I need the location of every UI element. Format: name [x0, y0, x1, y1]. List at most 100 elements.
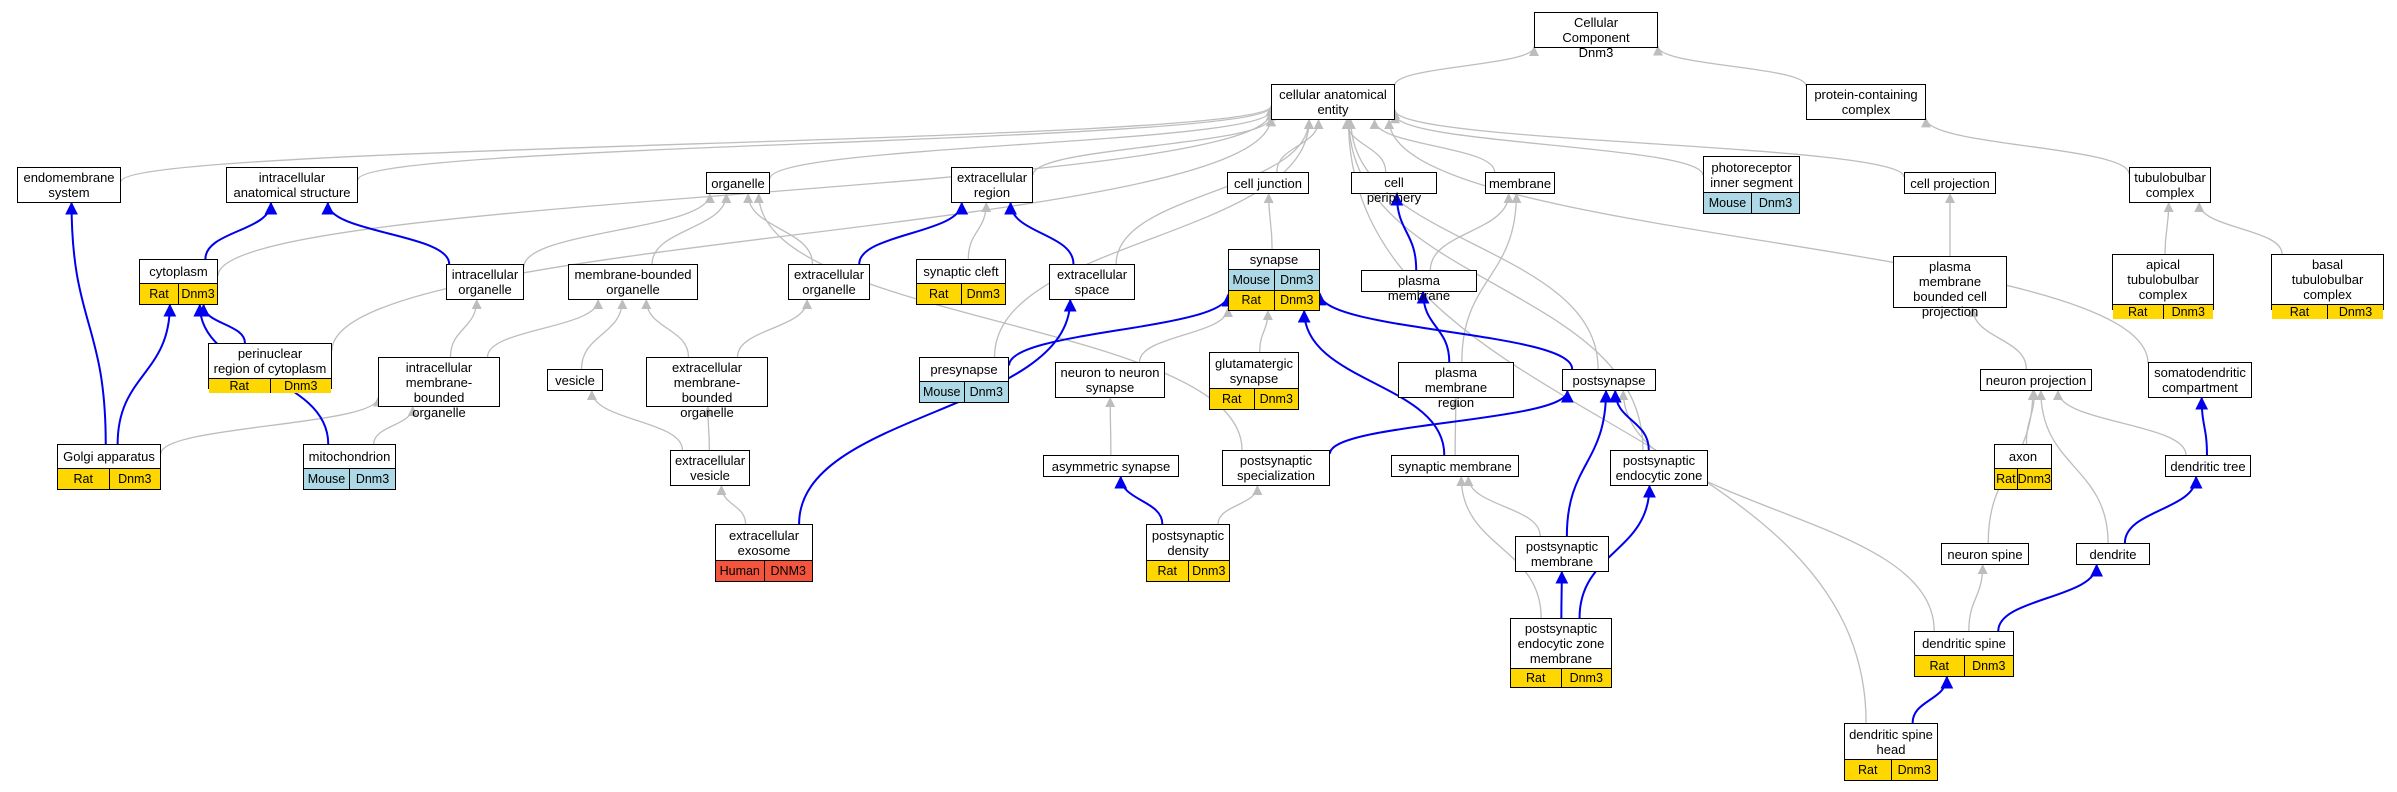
term-node-den[interactable]: dendrite	[2076, 543, 2150, 565]
annotation-tag: Rat	[1995, 469, 2017, 489]
edge-exr-to-cae	[1032, 116, 1276, 176]
term-node-io[interactable]: intracellular organelle	[446, 264, 524, 300]
term-node-ps[interactable]: postsynaptic specialization	[1222, 450, 1330, 486]
term-node-cj[interactable]: cell junction	[1227, 172, 1309, 194]
edge-psm-to-post	[1565, 389, 1613, 537]
annotation-tag: Dnm3	[108, 469, 160, 489]
term-node-org[interactable]: organelle	[706, 172, 770, 194]
term-node-cae[interactable]: cellular anatomical entity	[1271, 84, 1395, 120]
term-node-np[interactable]: neuron projection	[1980, 369, 2092, 391]
term-node-cp[interactable]: cell periphery	[1351, 172, 1437, 205]
term-label: extracellular vesicle	[674, 453, 746, 483]
term-node-tbc[interactable]: tubulobulbar complex	[2129, 167, 2211, 203]
term-node-nns[interactable]: neuron to neuron synapse	[1055, 362, 1165, 398]
term-label: intracellular anatomical structure	[233, 170, 351, 200]
edge-pezm-to-pez	[1578, 484, 1656, 619]
term-node-eo[interactable]: extracellular organelle	[788, 264, 870, 300]
edge-syn-to-cj	[1263, 193, 1274, 250]
term-node-pmr[interactable]: plasma membrane region	[1398, 362, 1514, 410]
term-node-pmbcp[interactable]: plasma membrane bounded cell projection	[1893, 256, 2007, 319]
edge-ves-to-mbo	[580, 299, 628, 370]
term-node-cpj[interactable]: cell projection	[1904, 172, 1996, 194]
term-node-ias[interactable]: intracellular anatomical structure	[226, 167, 358, 203]
edge-ev-to-embo	[702, 406, 713, 451]
term-node-pm[interactable]: plasma membrane	[1361, 270, 1477, 303]
term-label: cell projection	[1910, 175, 1990, 191]
term-node-mem[interactable]: membrane	[1485, 172, 1555, 194]
edge-prc-to-cae	[331, 116, 1276, 351]
edge-pm-to-cp	[1390, 192, 1418, 271]
term-node-dt[interactable]: dendritic tree	[2165, 455, 2251, 477]
term-label: photoreceptor inner segment	[1710, 159, 1793, 190]
annotation-tag: Dnm3	[963, 382, 1008, 402]
edge-mem-to-cae	[1369, 119, 1496, 173]
term-label: cellular anatomical entity	[1279, 87, 1387, 117]
edge-imbo-to-io	[449, 299, 482, 358]
term-label: postsynaptic density	[1151, 527, 1225, 558]
term-label: vesicle	[555, 372, 595, 388]
edge-post-to-syn	[1313, 292, 1574, 370]
edge-cpj-to-cae	[1390, 109, 1905, 178]
edge-ias-to-cae	[357, 105, 1276, 181]
term-label: somatodendritic compartment	[2154, 365, 2246, 395]
annotation-tag: Dnm3	[1273, 290, 1319, 310]
edge-pez-to-post	[1608, 389, 1650, 451]
term-node-exr[interactable]: extracellular region	[951, 167, 1033, 203]
term-label: plasma membrane bounded cell projection	[1913, 259, 1987, 319]
edge-eo-to-org	[743, 193, 814, 265]
edge-pm-to-mem	[1429, 193, 1514, 271]
term-node-es[interactable]: extracellular space	[1049, 264, 1135, 300]
term-node-root[interactable]: Cellular Component Dnm3	[1534, 12, 1658, 60]
term-label: intracellular membrane-bounded organelle	[405, 360, 473, 420]
term-node-embo[interactable]: extracellular membrane-bounded organelle	[646, 357, 768, 420]
edge-np-to-pmbcp	[1967, 307, 2027, 370]
edge-ds-to-post	[1618, 390, 1935, 632]
term-node-as[interactable]: asymmetric synapse	[1043, 455, 1179, 477]
annotation-tag: Dnm3	[1890, 760, 1937, 780]
term-node-post[interactable]: postsynapse	[1562, 369, 1656, 391]
edge-sc-to-exr	[967, 202, 992, 260]
term-node-ev[interactable]: extracellular vesicle	[670, 450, 750, 486]
term-node-psm[interactable]: postsynaptic membrane	[1515, 536, 1609, 572]
edge-prc-to-cyto	[197, 303, 246, 344]
annotation-tag: Mouse	[1229, 270, 1274, 290]
edge-io-to-ias	[321, 201, 451, 265]
term-node-mbo[interactable]: membrane-bounded organelle	[568, 264, 698, 300]
edge-ev-to-ves	[586, 390, 684, 451]
edge-golgi-to-ems	[65, 201, 107, 445]
term-label: postsynaptic membrane	[1525, 539, 1599, 569]
term-node-pez[interactable]: postsynaptic endocytic zone	[1610, 450, 1708, 486]
edge-es-to-cae	[1115, 119, 1314, 265]
annotation-tag: Mouse	[920, 382, 964, 402]
term-node-ems[interactable]: endomembrane system	[17, 167, 121, 203]
term-node-pcc[interactable]: protein-containing complex	[1806, 84, 1926, 120]
term-node-imbo[interactable]: intracellular membrane-bounded organelle	[378, 357, 500, 420]
term-node-ves[interactable]: vesicle	[547, 369, 603, 391]
edge-dt-to-np	[2053, 390, 2187, 456]
term-node-sdc[interactable]: somatodendritic compartment	[2148, 362, 2252, 398]
term-node-sm[interactable]: synaptic membrane	[1391, 455, 1519, 477]
term-node-ns[interactable]: neuron spine	[1941, 543, 2029, 565]
